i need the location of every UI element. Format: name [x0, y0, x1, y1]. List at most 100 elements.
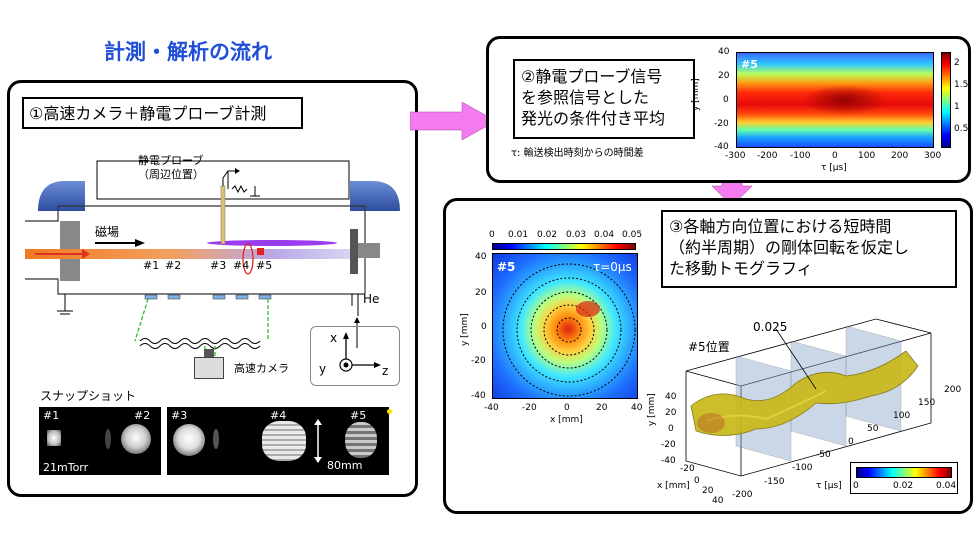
y-tick: -40: [471, 391, 486, 401]
volume-tau-tick: 200: [944, 385, 962, 395]
volume-tau-tick: -50: [816, 450, 831, 460]
panel2-title-line: 発光の条件付き平均: [521, 109, 666, 128]
y-tick: 40: [475, 252, 487, 262]
panel-conditional-average: ②静電プローブ信号 を参照信号とした 発光の条件付き平均 τ: 輸送検出時刻から…: [486, 36, 971, 183]
x-tick: -200: [757, 151, 778, 161]
volume-y-tick: 0: [668, 424, 674, 434]
tau-label: τ=0µs: [593, 260, 632, 274]
panel1-title: ①高速カメラ＋静電プローブ計測: [29, 104, 267, 123]
x-tick: 300: [924, 151, 942, 161]
snapshot-label: #5: [350, 409, 367, 422]
volume-tau-tick: 100: [893, 411, 911, 421]
x-tick: 100: [858, 151, 876, 161]
x-tick: 0: [832, 151, 838, 161]
snapshot-strip-2: [167, 407, 392, 475]
colorbar-tick: 0.01: [508, 230, 529, 240]
colorbar-tick: 1: [954, 102, 960, 112]
x-tick: -20: [522, 403, 537, 413]
port-label: #2: [165, 259, 182, 272]
map-label: #5: [497, 260, 516, 274]
x-tick: 40: [631, 403, 643, 413]
volume-tau-tick: -100: [792, 463, 813, 473]
snapshot-label: #1: [43, 409, 60, 422]
camera-label: 高速カメラ: [234, 362, 289, 375]
colorbar-tick: 0.04: [594, 230, 615, 240]
axis-label-z: z: [382, 364, 389, 378]
port-label: #5: [256, 259, 273, 272]
y-tick: 40: [718, 47, 730, 57]
snapshot-label: #2: [134, 409, 151, 422]
colorbar-tick: 0.04: [936, 481, 957, 491]
volume-tau-tick: -150: [764, 477, 785, 487]
iso-value-label: 0.025: [753, 320, 788, 334]
panel-measurement: ①高速カメラ＋静電プローブ計測: [7, 80, 418, 497]
snapshot-title: スナップショット: [40, 389, 137, 403]
colorbar-tick: 0.02: [893, 481, 914, 491]
colorbar-tick: 0: [489, 230, 495, 240]
y-tick: 20: [475, 288, 487, 298]
y-tick: 20: [718, 71, 730, 81]
snapshot-label: #4: [270, 409, 287, 422]
volume-y-tick: -20: [661, 440, 676, 450]
page-title: 計測・解析の流れ: [104, 40, 272, 64]
panel3-title-box: ③各軸方向位置における短時間 （約半周期）の剛体回転を仮定し た移動トモグラフィ: [661, 210, 957, 288]
y-tick: -20: [714, 119, 729, 129]
volume-y-tick: 20: [665, 408, 677, 418]
probe-position-label: （周辺位置）: [138, 168, 204, 181]
axis-label-x: x: [330, 331, 338, 345]
panel-tomography: ③各軸方向位置における短時間 （約半周期）の剛体回転を仮定し た移動トモグラフィ…: [443, 198, 973, 514]
axis-label-y: y: [319, 362, 327, 376]
panel2-title-line: を参照信号とした: [521, 88, 650, 107]
pressure-label: 21mTorr: [43, 461, 89, 474]
colorbar-volume: [856, 467, 952, 478]
apparatus-diagram: [25, 160, 400, 369]
volume-tau-tick: 150: [918, 398, 936, 408]
y-axis-label: y [mm]: [691, 78, 701, 111]
panel1-title-box: ①高速カメラ＋静電プローブ計測: [22, 97, 303, 129]
x-axis-label: τ [µs]: [821, 163, 847, 173]
snapshot-strip-1: [39, 407, 161, 475]
panel2-title-box: ②静電プローブ信号 を参照信号とした 発光の条件付き平均: [513, 59, 695, 139]
colorbar-map: [492, 243, 636, 250]
snapshot-label: #3: [171, 409, 188, 422]
x-tick: -100: [790, 151, 811, 161]
panel3-title-line: ③各軸方向位置における短時間: [669, 217, 892, 236]
gas-label: He: [363, 292, 380, 306]
panel3-title-line: た移動トモグラフィ: [669, 259, 813, 278]
volume-tau-axis-label: τ [µs]: [816, 481, 842, 491]
y-tick: -20: [471, 356, 486, 366]
probe-label: 静電プローブ: [138, 154, 204, 167]
volume-x-tick: 0: [694, 476, 700, 486]
colorbar-tick: 2: [954, 58, 960, 68]
colorbar-panel2: [941, 52, 951, 148]
colorbar-tick: 0.03: [566, 230, 587, 240]
port-label: #4: [233, 259, 250, 272]
volume-y-tick: -40: [661, 456, 676, 466]
volume-x-axis-label: x [mm]: [657, 481, 690, 491]
volume-tau-tick: 0: [848, 437, 854, 447]
colorbar-tick: 0.05: [622, 230, 643, 240]
x-tick: -40: [484, 403, 499, 413]
volume-x-tick: 20: [702, 486, 714, 496]
volume-tau-tick: -200: [732, 490, 753, 500]
x-tick: -300: [725, 151, 746, 161]
plot-label: #5: [741, 58, 758, 71]
x-axis-label: x [mm]: [550, 415, 583, 425]
y-axis-label: y [mm]: [460, 313, 470, 346]
port-label: #3: [210, 259, 227, 272]
volume-y-tick: 40: [665, 392, 677, 402]
tomography-map: [492, 253, 638, 399]
volume-y-axis-label: y [mm]: [647, 393, 657, 426]
y-tick: 0: [481, 322, 487, 332]
colorbar-tick: 0.5: [954, 124, 969, 134]
magnetic-field-label: 磁場: [95, 225, 120, 239]
colorbar-tick: 1.5: [954, 80, 969, 90]
colorbar-tick: 0: [853, 481, 859, 491]
panel2-title-line: ②静電プローブ信号: [521, 67, 663, 86]
conditional-average-plot: [736, 52, 934, 148]
volume-x-tick: 40: [712, 496, 724, 506]
volume-x-tick: -20: [680, 464, 695, 474]
volume-tau-tick: 50: [867, 424, 879, 434]
flow-arrow-right: [410, 102, 496, 140]
x-tick: 20: [596, 403, 608, 413]
